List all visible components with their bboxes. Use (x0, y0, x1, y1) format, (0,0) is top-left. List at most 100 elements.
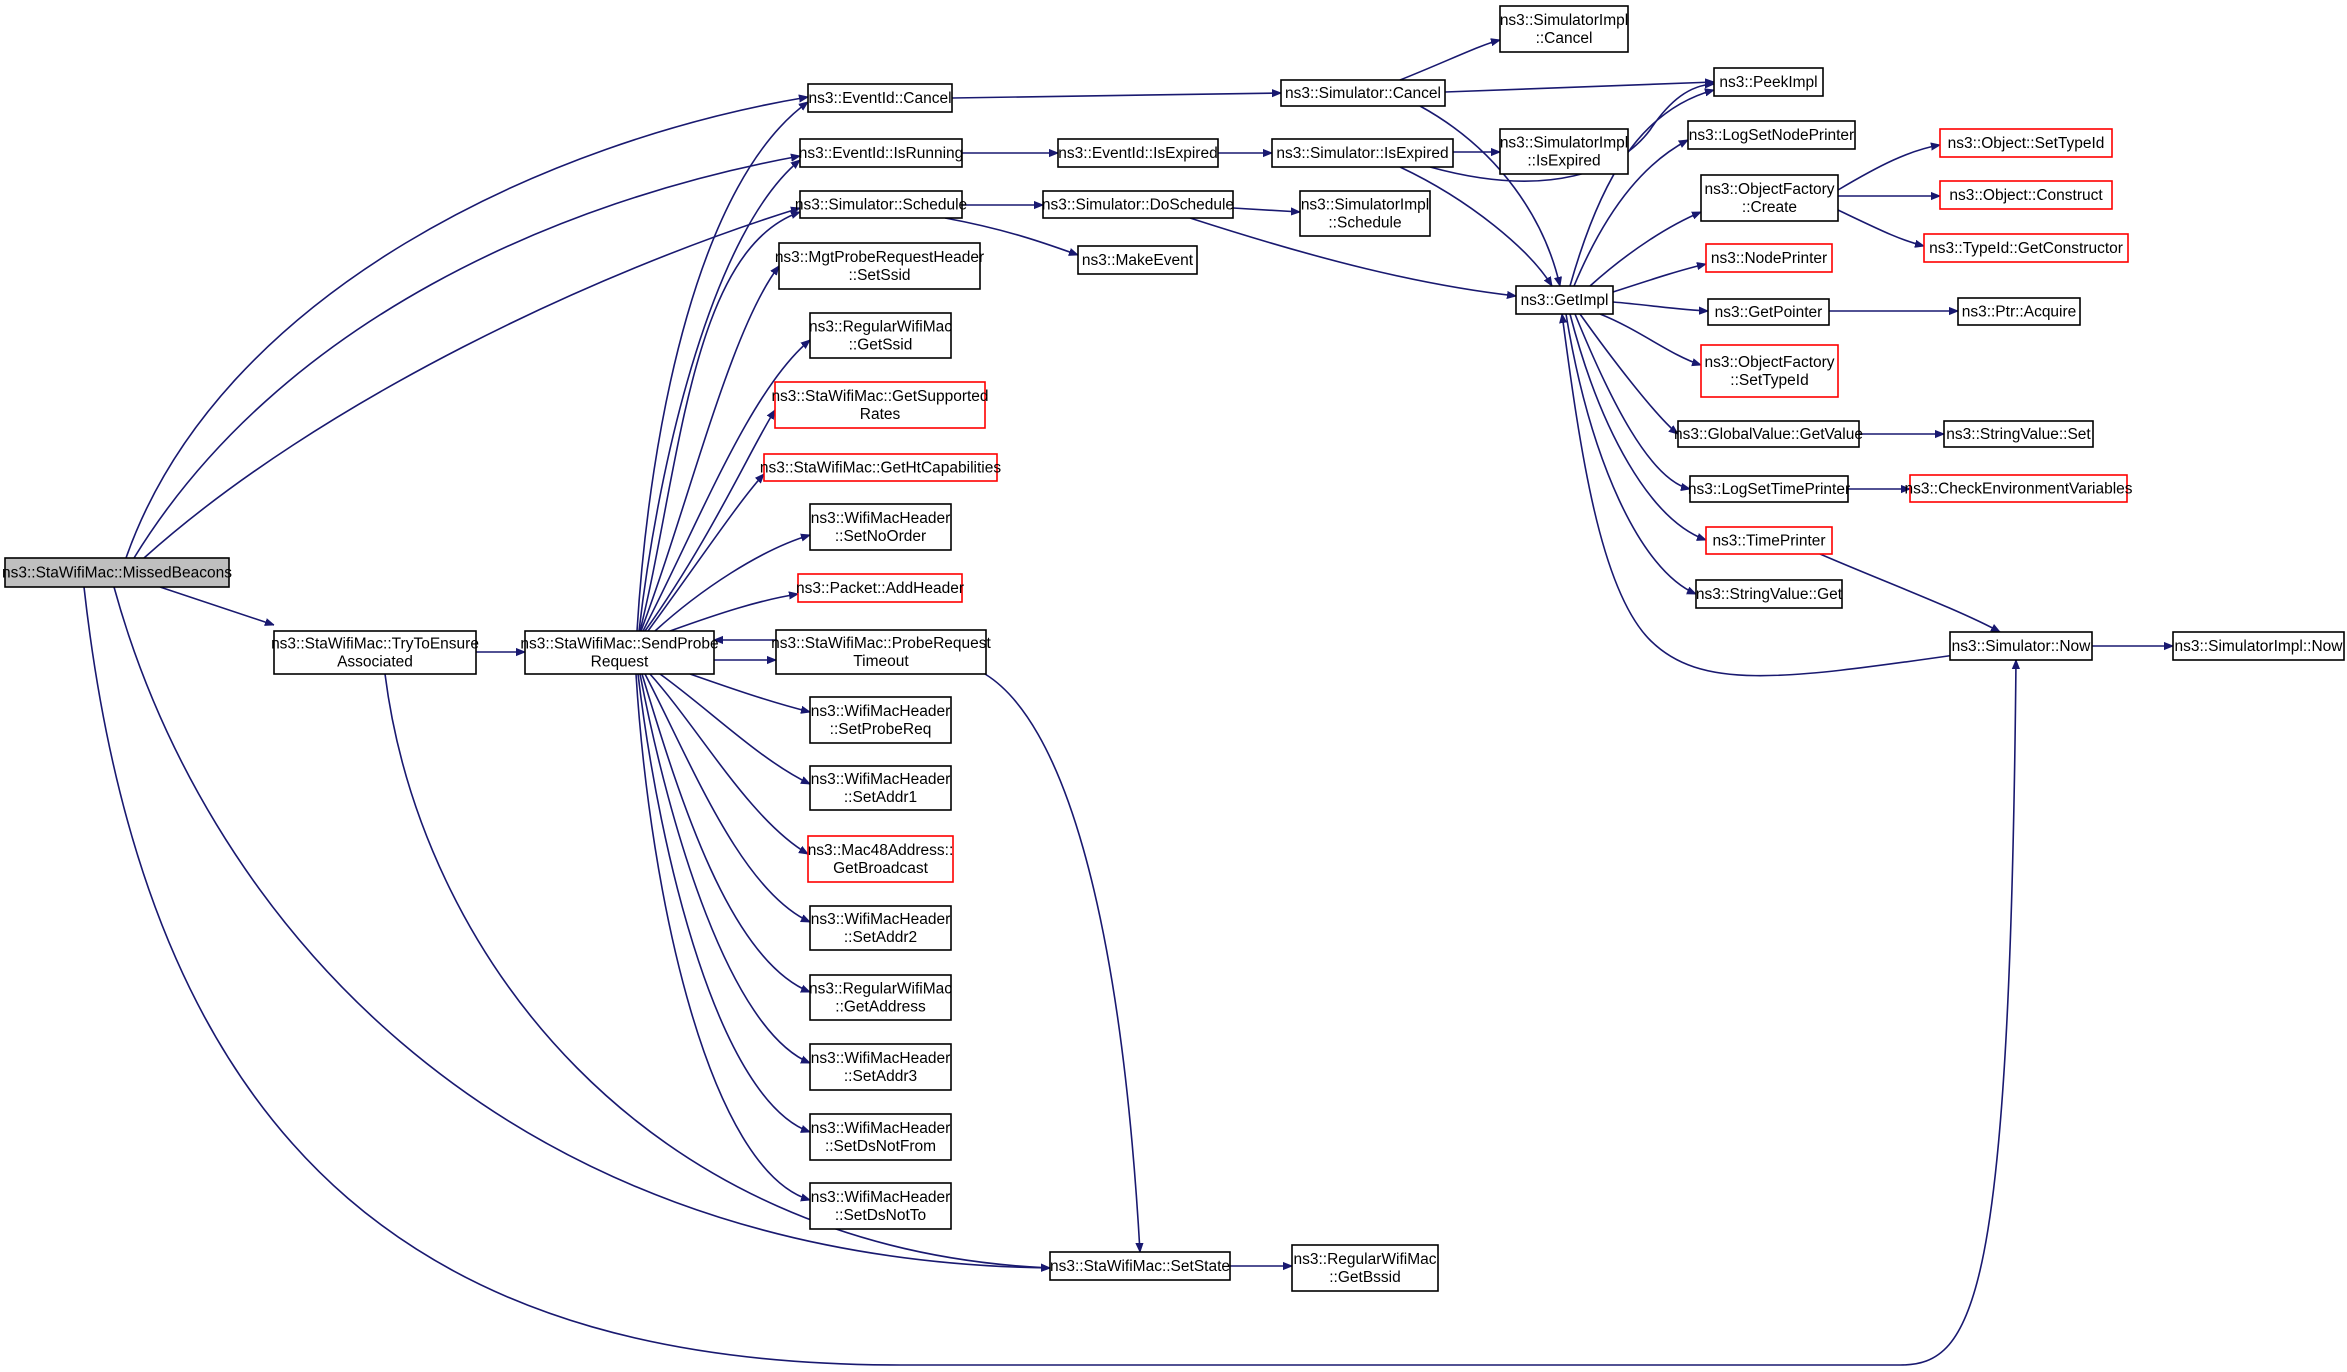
node-label: ns3::StaWifiMac::SetState (1050, 1258, 1230, 1275)
node-setaddr2[interactable]: ns3::WifiMacHeader::SetAddr2 (809, 905, 952, 951)
node-label: ::SetSsid (848, 267, 910, 284)
node-implschedule[interactable]: ns3::SimulatorImpl::Schedule (1299, 190, 1431, 237)
node-label: ns3::Object::SetTypeId (1948, 135, 2105, 152)
node-label: ns3::Simulator::Now (1952, 638, 2091, 655)
node-label: ::Create (1742, 199, 1797, 216)
node-label: ns3::GetImpl (1521, 292, 1609, 309)
node-label: ns3::Simulator::Cancel (1285, 85, 1441, 102)
node-simcancel[interactable]: ns3::Simulator::Cancel (1280, 79, 1446, 107)
node-ptracquire[interactable]: ns3::Ptr::Acquire (1957, 297, 2081, 326)
node-box (809, 1043, 952, 1091)
edge-sendprobe-to-setaddr1 (659, 673, 810, 785)
node-addheader[interactable]: ns3::Packet::AddHeader (796, 573, 964, 603)
node-objsettype[interactable]: ns3::Object::SetTypeId (1939, 128, 2113, 158)
edge-probetimeout-to-setstate (984, 673, 1140, 1252)
node-label: ::SetAddr3 (844, 1068, 917, 1085)
node-schedule[interactable]: ns3::Simulator::Schedule (795, 190, 967, 219)
node-typeidgetctor[interactable]: ns3::TypeId::GetConstructor (1923, 233, 2129, 263)
edge-getimpl-to-getpointer (1612, 301, 1708, 311)
node-doschedule[interactable]: ns3::Simulator::DoSchedule (1042, 190, 1234, 219)
node-setnoorder[interactable]: ns3::WifiMacHeader::SetNoOrder (809, 503, 952, 551)
node-getpointer[interactable]: ns3::GetPointer (1707, 298, 1830, 326)
node-checkenv[interactable]: ns3::CheckEnvironmentVariables (1904, 474, 2133, 503)
node-setstate[interactable]: ns3::StaWifiMac::SetState (1049, 1251, 1231, 1281)
node-label: ns3::Simulator::DoSchedule (1042, 197, 1234, 214)
node-nodeprinter[interactable]: ns3::NodePrinter (1705, 243, 1833, 273)
node-setdsnotfrom[interactable]: ns3::WifiMacHeader::SetDsNotFrom (809, 1113, 952, 1161)
node-box (1705, 526, 1833, 555)
node-label: ns3::Object::Construct (1949, 187, 2103, 204)
node-box (1049, 1251, 1231, 1281)
node-setssid[interactable]: ns3::MgtProbeRequestHeader::SetSsid (775, 242, 984, 290)
node-logsetnode[interactable]: ns3::LogSetNodePrinter (1687, 120, 1856, 150)
node-label: ns3::WifiMacHeader (811, 1120, 951, 1137)
node-getssid[interactable]: ns3::RegularWifiMac::GetSsid (809, 312, 952, 359)
node-box (799, 138, 963, 168)
node-getbssid[interactable]: ns3::RegularWifiMac::GetBssid (1291, 1244, 1439, 1292)
node-makeevent[interactable]: ns3::MakeEvent (1077, 245, 1198, 275)
node-box (774, 381, 986, 429)
node-implnow[interactable]: ns3::SimulatorImpl::Now (2172, 631, 2345, 661)
node-box (1909, 474, 2128, 503)
node-box (1707, 298, 1830, 326)
edge-sendprobe-to-setssid (640, 266, 779, 632)
node-missed[interactable]: ns3::StaWifiMac::MissedBeacons (2, 557, 232, 588)
edge-missed-to-cancel (125, 97, 808, 559)
node-timeprinter[interactable]: ns3::TimePrinter (1705, 526, 1833, 555)
node-cancel[interactable]: ns3::EventId::Cancel (807, 83, 953, 113)
node-label: ns3::WifiMacHeader (811, 703, 951, 720)
edge-missed-to-try (159, 586, 274, 625)
node-globalget[interactable]: ns3::GlobalValue::GetValue (1674, 420, 1863, 448)
node-getaddress[interactable]: ns3::RegularWifiMac::GetAddress (809, 974, 952, 1021)
node-box (4, 557, 230, 588)
node-label: ::SetAddr2 (844, 929, 917, 946)
node-box (1499, 128, 1629, 175)
node-simisexpired[interactable]: ns3::Simulator::IsExpired (1271, 138, 1454, 168)
node-getht[interactable]: ns3::StaWifiMac::GetHtCapabilities (760, 453, 1001, 482)
node-label: ns3::PeekImpl (1719, 74, 1817, 91)
edge-sendprobe-to-setaddr2 (644, 673, 810, 923)
edge-sendprobe-to-cancel (636, 102, 808, 632)
node-label: ns3::WifiMacHeader (811, 510, 951, 527)
node-objfactcreate[interactable]: ns3::ObjectFactory::Create (1700, 174, 1839, 222)
node-peekimpl[interactable]: ns3::PeekImpl (1713, 67, 1824, 97)
node-box (1271, 138, 1454, 168)
node-objfactsettype[interactable]: ns3::ObjectFactory::SetTypeId (1700, 344, 1839, 398)
node-label: ::SetDsNotFrom (825, 1138, 936, 1155)
node-setdsnotto[interactable]: ns3::WifiMacHeader::SetDsNotTo (809, 1182, 952, 1230)
node-stringget[interactable]: ns3::StringValue::Get (1695, 579, 1843, 609)
edge-schedule-to-makeevent (944, 217, 1078, 255)
node-box (807, 83, 953, 113)
node-label: ns3::LogSetNodePrinter (1689, 127, 1854, 144)
node-label: ns3::NodePrinter (1711, 250, 1827, 267)
edge-sendprobe-to-schedule (639, 212, 800, 632)
node-setaddr1[interactable]: ns3::WifiMacHeader::SetAddr1 (809, 765, 952, 811)
node-box (1923, 233, 2129, 263)
node-stringset[interactable]: ns3::StringValue::Set (1943, 420, 2094, 448)
node-box (1515, 285, 1614, 315)
node-logsettime[interactable]: ns3::LogSetTimePrinter (1688, 475, 1850, 503)
node-implisexpired[interactable]: ns3::SimulatorImpl::IsExpired (1499, 128, 1629, 175)
node-box (1077, 245, 1198, 275)
edge-sendprobe-to-setnoorder (654, 535, 810, 632)
edge-getimpl-to-stringget (1565, 313, 1696, 595)
node-label: ::Schedule (1328, 215, 1401, 232)
node-label: Rates (860, 406, 901, 423)
node-objconstruct[interactable]: ns3::Object::Construct (1939, 180, 2113, 210)
node-setprobereq[interactable]: ns3::WifiMacHeader::SetProbeReq (809, 696, 952, 744)
edge-sendprobe-to-getsupported (644, 410, 776, 632)
node-implcancel[interactable]: ns3::SimulatorImpl::Cancel (1499, 5, 1629, 53)
node-getimpl[interactable]: ns3::GetImpl (1515, 285, 1614, 315)
node-setaddr3[interactable]: ns3::WifiMacHeader::SetAddr3 (809, 1043, 952, 1091)
node-box (1943, 420, 2094, 448)
node-getbroadcast[interactable]: ns3::Mac48Address::GetBroadcast (807, 835, 954, 883)
edge-objfactcreate-to-typeidgetctor (1837, 209, 1924, 246)
node-isrunning[interactable]: ns3::EventId::IsRunning (799, 138, 964, 168)
node-isexpired[interactable]: ns3::EventId::IsExpired (1057, 138, 1219, 168)
edge-missed-to-simnow (83, 586, 2016, 1366)
node-simnow[interactable]: ns3::Simulator::Now (1949, 631, 2093, 661)
